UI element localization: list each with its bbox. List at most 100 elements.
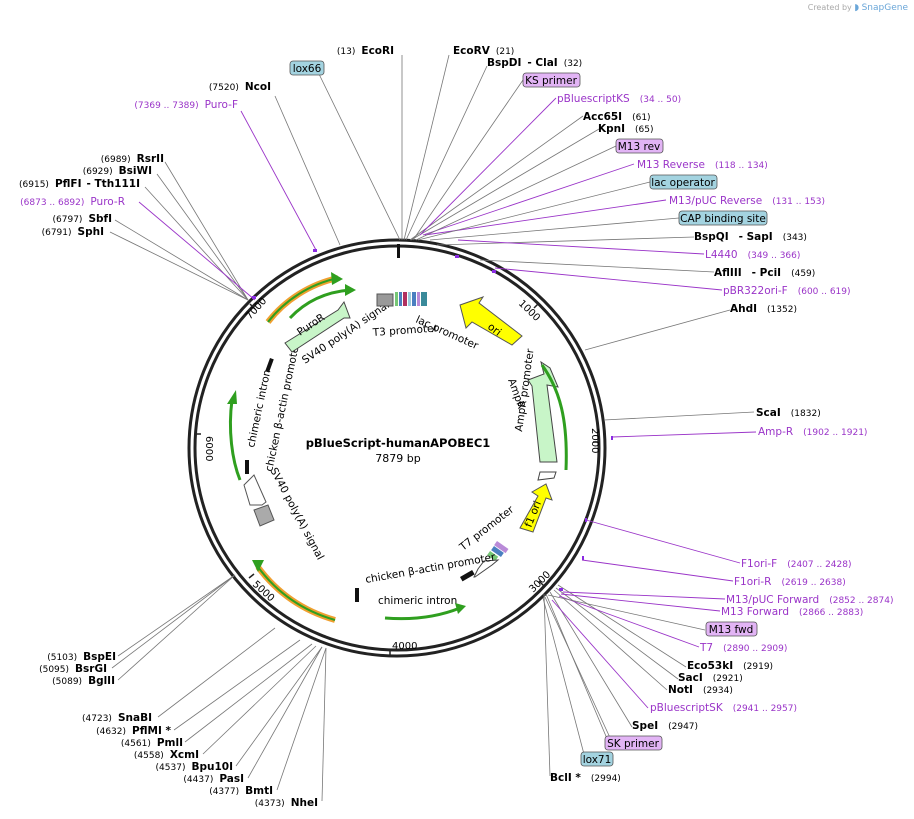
tick-label-4000: 4000 <box>392 641 417 652</box>
site-sbfi: (6797)SbfI <box>53 213 113 225</box>
sv40-polya-2-feature <box>253 504 275 527</box>
site-saci: SacI(2921) <box>678 672 743 684</box>
box-lac-operator: lac operator <box>649 174 718 190</box>
svg-text:lox71: lox71 <box>583 754 612 766</box>
site-pasi: (4437)PasI <box>183 773 244 785</box>
ori-feature <box>459 296 523 346</box>
f1-ori-label: f1 ori <box>523 499 544 529</box>
site-pmli: (4561)PmlI <box>121 737 183 749</box>
primer-amp-r: Amp-R(1902 .. 1921) <box>758 426 867 438</box>
credit-prefix: Created by <box>807 3 852 12</box>
site-ecorv: EcoRV(21) <box>453 45 514 57</box>
chimeric-intron-2-arrowhead <box>227 390 237 404</box>
primer-markers <box>252 249 613 591</box>
puror-outer-arrowhead <box>331 272 343 285</box>
sv40-polya-top-arrowhead <box>345 284 356 296</box>
sv40-polya-top-arc <box>288 288 351 320</box>
box-ks-primer: KS primer <box>522 72 581 88</box>
site-kpni: KpnI(65) <box>598 123 654 135</box>
feature-box-leaders <box>318 73 706 759</box>
puror-inner-arc <box>267 277 339 323</box>
site-ahdi: AhdI(1352) <box>730 303 797 315</box>
chimeric-intron-2-marker <box>265 357 274 373</box>
primer-leader-lines <box>138 97 757 709</box>
site-ecori: (13)EcoRI <box>337 45 394 57</box>
sv40-polya-1-inner <box>257 566 336 621</box>
site-bmti: (4377)BmtI <box>209 785 273 797</box>
tick-5000 <box>248 573 255 579</box>
t7-promoter-label: T7 promoter <box>457 503 517 554</box>
tick-7000 <box>249 303 256 310</box>
tick-label-2000: 2000 <box>589 428 600 453</box>
site-bspqi: BspQI- SapI(343) <box>694 231 807 243</box>
chimeric-intron-2-arc <box>228 399 242 481</box>
sv40-polya-2-label: SV40 poly(A) signal <box>267 466 326 562</box>
primer-puro-f: (7369 .. 7389)Puro-F <box>134 99 238 111</box>
svg-text:lac operator: lac operator <box>651 177 715 189</box>
chimeric-intron-1-label: chimeric intron <box>378 595 457 607</box>
sv40-polya-1-arrowhead <box>252 560 264 572</box>
site-bsiwi: (6929)BsiWI <box>83 165 152 177</box>
site-xcmi: (4558)XcmI <box>134 749 199 761</box>
top-black-marker <box>397 244 400 258</box>
site-afliii: AflIII- PciI(459) <box>714 267 815 279</box>
site-eco53ki: Eco53kI(2919) <box>687 660 773 672</box>
puror-feature <box>284 300 351 353</box>
f1-ori-feature <box>519 483 553 533</box>
site-bspei: (5103)BspEI <box>47 651 116 663</box>
site-sphi: (6791)SphI <box>42 226 104 238</box>
snapgene-credit: Created by ◗ SnapGene <box>808 3 908 13</box>
primer-pbluescriptks: pBluescriptKS(34 .. 50) <box>557 93 681 105</box>
top-site-labels: (13)EcoRI EcoRV(21) BspDI- ClaI(32) <box>337 45 582 69</box>
svg-text:M13 fwd: M13 fwd <box>709 624 754 636</box>
primer-f1ori-r: F1ori-R(2619 .. 2638) <box>734 576 846 588</box>
right-site-labels: KS primer pBluescriptKS(34 .. 50) Acc65I… <box>522 72 893 784</box>
primer-f1ori-f: F1ori-F(2407 .. 2428) <box>741 558 852 570</box>
box-m13-rev: M13 rev <box>615 138 664 154</box>
box-cap-binding-site: CAP binding site <box>678 210 768 226</box>
svg-text:KS primer: KS primer <box>525 75 577 87</box>
site-bpu10i: (4537)Bpu10I <box>156 761 233 773</box>
t3-promoter-label: T3 promoter <box>371 322 439 339</box>
site-ncoi: (7520)NcoI <box>209 81 271 93</box>
site-rsrii: (6989)RsrII <box>101 153 164 165</box>
site-bglii: (5089)BglII <box>52 675 115 687</box>
site-leader-lines <box>109 54 755 802</box>
primer-t7: T7(2890 .. 2909) <box>699 642 787 654</box>
box-m13-fwd: M13 fwd <box>705 621 758 637</box>
svg-text:M13 rev: M13 rev <box>618 141 661 153</box>
svg-text:SK primer: SK primer <box>607 738 659 750</box>
chimeric-intron-1-arc <box>384 606 461 621</box>
box-sk-primer: SK primer <box>604 735 663 751</box>
site-pflfi: (6915)PflFI- Tth111I <box>19 178 140 190</box>
ampr-promoter-feature <box>537 471 557 481</box>
primer-m13-puc-reverse: M13/pUC Reverse(131 .. 153) <box>669 195 825 207</box>
cba-promoter-2-feature <box>243 474 267 506</box>
primer-pbluescriptsk: pBluescriptSK(2941 .. 2957) <box>650 702 797 714</box>
cba-promoter-2-marker <box>245 460 249 474</box>
site-scai: ScaI(1832) <box>756 407 821 419</box>
box-lox66: lox66 <box>289 60 325 76</box>
plasmid-length: 7879 bp <box>375 452 420 465</box>
site-pflmi: (4632)PflMI * <box>96 725 171 737</box>
tick-1000 <box>533 302 540 309</box>
primer-puro-r: (6873 .. 6892)Puro-R <box>20 196 125 208</box>
chimeric-intron-1-arrowhead <box>455 603 466 614</box>
left-site-labels: (7520)NcoI (7369 .. 7389)Puro-F (6989)Rs… <box>19 81 318 809</box>
svg-text:CAP binding site: CAP binding site <box>680 213 766 225</box>
site-bcli: BclI *(2994) <box>550 772 621 784</box>
site-nhei: (4373)NheI <box>255 797 318 809</box>
backbone-outer-ring <box>187 238 607 658</box>
primer-m13-forward: M13 Forward(2866 .. 2883) <box>721 606 863 618</box>
primer-m13-puc-forward: M13/pUC Forward(2852 .. 2874) <box>726 594 893 606</box>
snapgene-logo-icon: ◗ <box>854 3 860 13</box>
site-spei: SpeI(2947) <box>632 720 698 732</box>
tick-3000 <box>538 580 545 587</box>
cba-promoter-2-label: chicken β-actin promoter <box>263 341 302 473</box>
site-snabi: (4723)SnaBI <box>82 712 152 724</box>
top-feature-stripes <box>395 292 427 306</box>
site-acc65i: Acc65I(61) <box>583 111 651 123</box>
box-lox71: lox71 <box>580 751 614 767</box>
site-bsrgi: (5095)BsrGI <box>39 663 107 675</box>
chimeric-intron-2-label: chimeric intron <box>245 369 273 449</box>
